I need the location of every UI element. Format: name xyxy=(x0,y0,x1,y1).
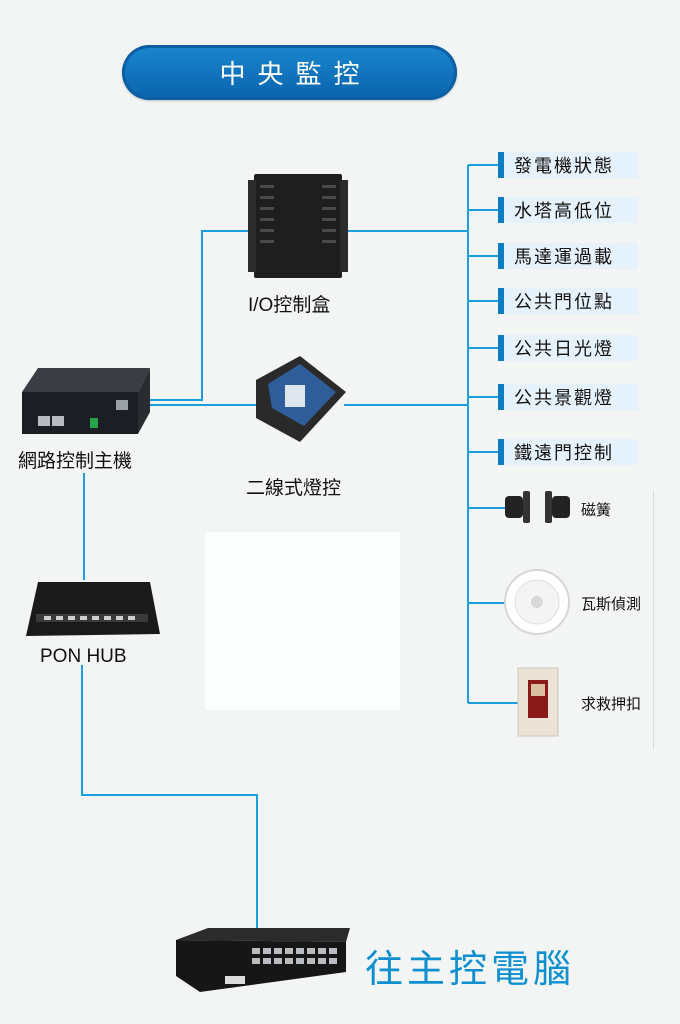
signal-motor-overload: 馬達運過載 xyxy=(498,243,638,269)
sos-button-device xyxy=(517,667,559,737)
blank-panel xyxy=(205,532,400,710)
signal-water-level: 水塔高低位 xyxy=(498,197,638,223)
reed-switch-device xyxy=(505,491,570,523)
signal-gate-control: 鐵遠門控制 xyxy=(498,439,638,465)
io-box-label: I/O控制盒 xyxy=(248,295,331,316)
wire-hub-switch xyxy=(81,665,258,945)
reed-switch-label: 磁簧 xyxy=(581,502,612,519)
network-host-label: 網路控制主機 xyxy=(18,451,133,472)
signal-landscape-light: 公共景觀燈 xyxy=(498,384,638,410)
light-control-device xyxy=(256,356,346,442)
divider xyxy=(653,490,654,750)
to-main-computer-label: 往主控電腦 xyxy=(365,947,576,991)
pon-hub-device xyxy=(26,582,160,636)
signal-door-position: 公共門位點 xyxy=(498,288,638,314)
gas-detector-label: 瓦斯偵測 xyxy=(581,596,642,613)
title-banner: 中央監控 xyxy=(122,45,457,100)
network-host-device xyxy=(22,368,150,434)
pon-hub-label: PON HUB xyxy=(40,646,127,667)
signal-fluorescent-light: 公共日光燈 xyxy=(498,335,638,361)
network-switch-device xyxy=(176,928,350,992)
light-control-label: 二線式燈控 xyxy=(246,478,342,499)
io-box-device xyxy=(248,174,348,278)
sos-button-label: 求救押扣 xyxy=(581,696,642,713)
page-title: 中央監控 xyxy=(219,60,372,90)
signal-generator-status: 發電機狀態 xyxy=(498,152,638,178)
gas-detector-device xyxy=(504,569,570,635)
wire-host-io xyxy=(140,230,254,401)
